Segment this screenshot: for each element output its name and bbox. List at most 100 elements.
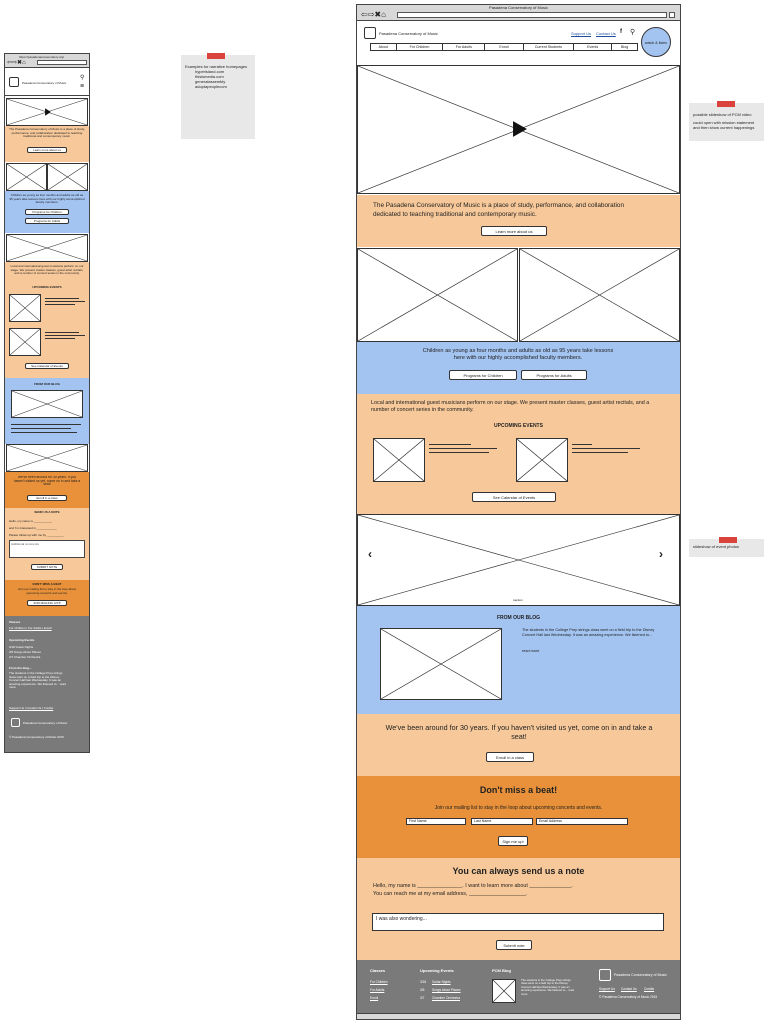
footer-event-link[interactable]: Chamber Orchestra: [432, 996, 460, 1000]
mailing-heading: Don't miss a beat!: [479, 785, 558, 795]
mobile-around-text: We've been around for 30 years. If you h…: [13, 476, 81, 487]
last-name-input[interactable]: Last Name: [471, 818, 533, 825]
nav-item-events[interactable]: Events: [574, 44, 613, 50]
event-image-1[interactable]: [373, 438, 425, 482]
nav-item-for-children[interactable]: For Children: [397, 44, 444, 50]
mobile-programs-children-button[interactable]: Programs for Children: [25, 209, 69, 215]
top-link-contact[interactable]: Contact Us: [596, 31, 616, 36]
footer-link-contact[interactable]: Contact Us: [621, 987, 637, 991]
slideshow-next-icon[interactable]: ›: [659, 547, 663, 561]
first-name-input[interactable]: First Name: [406, 818, 466, 825]
mobile-footer-links[interactable]: Support Us | Contact Us | Credits: [9, 706, 54, 710]
mobile-events-intro: Local and international guest musicians …: [10, 265, 84, 276]
sticky-note-slideshow: slideshow of event photos: [689, 537, 764, 557]
tape: [719, 537, 737, 543]
around-section: [357, 714, 680, 776]
footer-blog-heading: PCM Blog: [492, 968, 511, 973]
watch-listen-badge[interactable]: watch & listen: [641, 27, 671, 57]
mobile-note-submit-button[interactable]: SUBMIT NOTE: [31, 564, 63, 570]
note-heading: You can always send us a note: [452, 866, 585, 876]
email-input[interactable]: Email Address: [536, 818, 628, 825]
feature-image-left: [357, 248, 518, 342]
mobile-url: https://pasadenaconservatory.org/: [19, 55, 65, 59]
event-line: [429, 448, 497, 449]
nav-item-about[interactable]: About: [371, 44, 397, 50]
event-line: [429, 452, 489, 453]
mobile-address-bar[interactable]: [37, 60, 87, 65]
mobile-enroll-button[interactable]: Enroll in a class: [27, 495, 67, 501]
mobile-note-textarea[interactable]: Additional comments: [9, 540, 85, 558]
calendar-button[interactable]: See Calendar of Events: [472, 492, 556, 502]
footer-link-support[interactable]: Support Us: [599, 987, 615, 991]
mobile-event-line: [45, 298, 79, 299]
footer-class-link[interactable]: For Children: [370, 980, 388, 984]
mobile-event-image-2[interactable]: [9, 328, 41, 356]
mobile-mission-section: [5, 126, 89, 162]
sign-up-button[interactable]: Sign me up!: [498, 836, 528, 846]
mobile-menu-icon[interactable]: ≡: [80, 83, 85, 90]
slideshow-prev-icon[interactable]: ‹: [368, 547, 372, 561]
top-link-support[interactable]: Support Us: [571, 31, 592, 36]
mobile-wireframe: https://pasadenaconservatory.org/ ⇦⇨✖⌂ P…: [4, 53, 90, 753]
browser-scroll-handle[interactable]: [669, 12, 675, 18]
event-image-2[interactable]: [516, 438, 568, 482]
programs-children-button[interactable]: Programs for Children: [449, 370, 517, 380]
sticky-note-hero: possible slideshow of PCM video could op…: [689, 101, 764, 141]
facebook-icon[interactable]: f: [620, 29, 622, 35]
mobile-image-right: [47, 163, 88, 191]
search-icon[interactable]: ⚲: [630, 29, 636, 36]
nav-item-current-students[interactable]: Current Students: [524, 44, 575, 50]
events-slideshow[interactable]: [357, 514, 680, 606]
nav-item-enroll[interactable]: Enroll: [485, 44, 524, 50]
footer-copyright: © Pasadena Conservatory of Music 2015: [599, 995, 658, 999]
mobile-learn-button[interactable]: Learn more about us: [27, 147, 67, 153]
mobile-event-line: [45, 301, 85, 302]
mobile-footer-class-links[interactable]: For Children | For Adults | Enroll: [9, 626, 52, 630]
mobile-logo-icon[interactable]: [9, 77, 19, 87]
nav-item-for-adults[interactable]: For Adults: [443, 44, 486, 50]
note-line-2: You can reach me at my email address, __…: [373, 891, 528, 897]
mobile-footer-event[interactable]: 3/7 Chamber Orchestra: [9, 655, 41, 659]
browser-address-bar[interactable]: [397, 12, 667, 18]
blog-image[interactable]: [380, 628, 502, 700]
footer-class-link[interactable]: For Adults: [370, 988, 385, 992]
blog-read-more-link[interactable]: read more: [522, 649, 540, 653]
browser-title-bar: Pasadena Conservatory of Music ⇦⇨✖⌂: [357, 5, 680, 21]
footer-event-link[interactable]: Songs About Places: [432, 988, 461, 992]
mobile-beat-text: Join our mailing list to stay in the loo…: [17, 588, 77, 595]
browser-nav-icons[interactable]: ⇦⇨✖⌂: [361, 10, 386, 19]
footer-link-credits[interactable]: Credits: [644, 987, 655, 991]
mobile-programs-adults-button[interactable]: Programs for Adults: [25, 218, 69, 224]
note-textarea[interactable]: I was also wondering...: [372, 913, 664, 931]
footer-class-link[interactable]: Enroll: [370, 996, 379, 1000]
hero-video[interactable]: [357, 65, 680, 194]
mobile-join-button[interactable]: JOIN MAILING LIST!: [27, 600, 67, 606]
submit-note-button[interactable]: Submit note: [496, 940, 532, 950]
mobile-calendar-button[interactable]: See Calendar of Events: [25, 363, 69, 369]
mobile-footer-event[interactable]: 3/18 Guitar Nights: [9, 645, 34, 649]
nav-item-blog[interactable]: Blog: [621, 45, 629, 49]
learn-more-button[interactable]: Learn more about us: [481, 226, 547, 236]
mobile-footer-org: Pasadena Conservatory of Music: [23, 721, 68, 725]
mobile-footer-event[interactable]: 3/5 Songs About Places: [9, 650, 41, 654]
mobile-footer-blog-heading: From the blog...: [9, 666, 32, 670]
footer-event-link[interactable]: Guitar Nights: [432, 980, 451, 984]
footer-event-date: 3/5: [420, 988, 425, 992]
footer-blog-image[interactable]: [492, 979, 516, 1003]
enroll-button[interactable]: Enroll in a class: [486, 752, 534, 762]
mobile-event-image-1[interactable]: [9, 294, 41, 322]
note-line: could open with mission statement and th…: [693, 120, 755, 130]
footer-events-heading: Upcoming Events: [420, 968, 454, 973]
events-heading: UPCOMING EVENTS: [494, 423, 543, 429]
programs-adults-button[interactable]: Programs for Adults: [521, 370, 587, 380]
footer-classes-heading: Classes: [370, 968, 386, 973]
mobile-header: Pasadena Conservatory of Music ⚲ ≡: [5, 68, 89, 96]
mobile-nav-icons[interactable]: ⇦⇨✖⌂: [7, 60, 26, 66]
mobile-note-line-3: Please follow up with me by __________: [9, 533, 64, 537]
mobile-hero-video[interactable]: [6, 98, 88, 126]
mobile-beat-heading: DON'T MISS A BEAT: [32, 583, 62, 586]
mobile-search-icon[interactable]: ⚲: [80, 75, 85, 81]
footer-logo-icon: [599, 969, 611, 981]
site-logo-icon[interactable]: [364, 27, 376, 39]
mobile-blog-image[interactable]: [11, 390, 83, 418]
